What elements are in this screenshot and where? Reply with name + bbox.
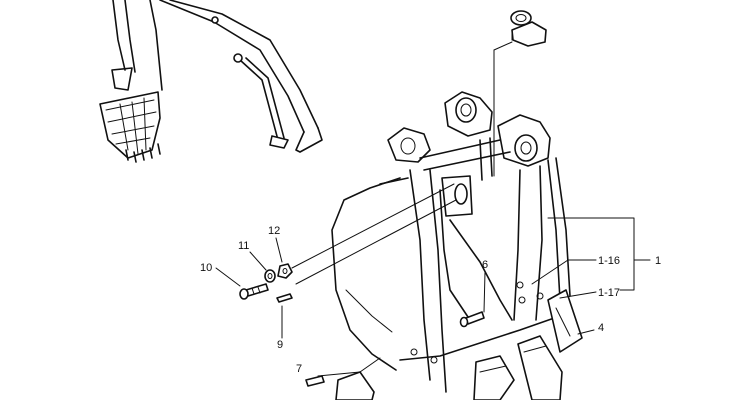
callout-6: 6 [482,259,488,271]
pin-9 [276,293,293,303]
callout-9: 9 [277,339,283,351]
bolt-7 [305,375,325,387]
callout-1-16: 1-16 [598,255,620,267]
nut-12 [277,263,293,279]
leader-lines [215,41,651,377]
arm-overview-inset [99,0,323,163]
callout-4: 4 [598,322,604,334]
callout-1-17: 1-17 [598,287,620,299]
bucket-body [331,91,583,400]
callout-10: 10 [200,262,212,274]
bolt-6 [459,311,485,328]
callout-1: 1 [655,255,661,267]
washer-11 [264,269,276,283]
callout-11: 11 [238,240,249,252]
bolt-10 [239,283,269,300]
bushing-part [510,10,547,47]
callout-7: 7 [296,363,302,375]
callout-12: 12 [268,225,280,237]
